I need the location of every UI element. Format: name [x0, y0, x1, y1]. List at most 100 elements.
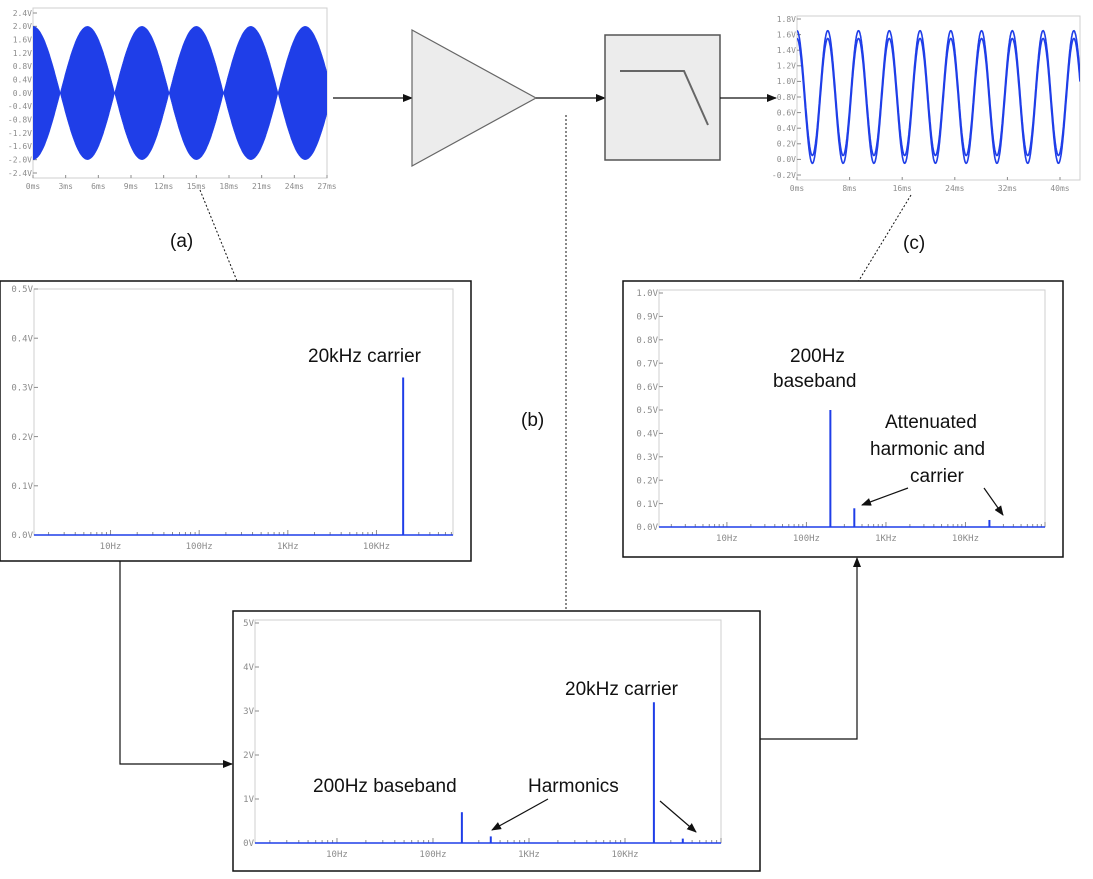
spectrum-c-y-ticks: 1.0V0.9V0.8V0.7V0.6V0.5V0.4V0.3V0.2V0.1V… [636, 289, 663, 533]
y-tick-label: 0.5V [636, 406, 658, 416]
y-tick-label: -0.8V [8, 115, 32, 124]
spectrum-c-plot-area [658, 289, 1046, 528]
y-tick-label: -0.2V [772, 171, 796, 180]
spectrum-b-y-ticks: 5V 4V 3V 2V 1V 0V [243, 619, 259, 849]
harmonics-arrow-left [491, 798, 549, 831]
x-tick-label: 0ms [26, 182, 41, 191]
leader-c [857, 194, 912, 283]
label-a: (a) [170, 231, 193, 252]
y-tick-label: 1V [243, 795, 254, 805]
attenuated-arrow-right [983, 487, 1004, 516]
x-tick-label: 15ms [187, 182, 206, 191]
y-tick-label: 0.4V [777, 124, 796, 133]
y-tick-label: 0.6V [636, 383, 658, 393]
spectrum-b-plot-area [254, 619, 722, 844]
spectrum-a-carrier-annotation: 20kHz carrier [308, 346, 422, 367]
y-tick-label: 4V [243, 663, 254, 673]
x-tick-label: 32ms [998, 184, 1017, 193]
x-tick-label: 1KHz [875, 534, 897, 544]
x-tick-label: 100Hz [793, 534, 820, 544]
y-tick-label: 1.2V [13, 49, 32, 58]
attenuated-arrow-left [861, 487, 909, 506]
leader-a [199, 189, 238, 282]
waveform-c-trace-ripple [797, 37, 1080, 165]
spectrum-b-marks [460, 702, 684, 843]
y-tick-label: 1.6V [777, 30, 796, 39]
x-tick-label: 24ms [945, 184, 964, 193]
spectrum-c-attenuated-line3: carrier [910, 466, 965, 487]
spectrum-c-attenuated-line2: harmonic and [870, 439, 985, 460]
x-tick-label: 12ms [154, 182, 173, 191]
spectrum-b-carrier-annotation: 20kHz carrier [565, 679, 679, 700]
spectrum-b-panel: 5V 4V 3V 2V 1V 0V 10Hz 100Hz 1KHz 10KHz 20kHz ca… [232, 610, 761, 872]
y-tick-label: 0.2V [636, 476, 658, 486]
y-tick-label: -0.4V [8, 102, 32, 111]
x-tick-label: 10KHz [611, 850, 638, 860]
y-tick-label: 0.0V [777, 155, 796, 164]
y-tick-label: 1.0V [636, 289, 658, 299]
spectrum-c-attenuated-line1: Attenuated [885, 412, 977, 433]
waveform-a-plot: 2.4V2.0V1.6V1.2V0.8V0.4V0.0V-0.4V-0.8V-1… [8, 7, 337, 191]
y-tick-label: 0.4V [13, 75, 32, 84]
spectrum-b-baseband-annotation: 200Hz baseband [313, 776, 457, 797]
y-tick-label: 0.4V [636, 430, 658, 440]
arrow-spectrum-b-to-c [760, 557, 861, 740]
y-tick-label: 0.1V [636, 500, 658, 510]
y-tick-label: 0.0V [11, 531, 33, 541]
x-tick-label: 10Hz [326, 850, 348, 860]
spectrum-c-baseband-annotation-line2: baseband [773, 371, 856, 392]
y-tick-label: 1.2V [777, 62, 796, 71]
y-tick-label: 0.3V [11, 384, 33, 394]
lowpass-icon [620, 70, 709, 126]
y-tick-label: 0.2V [11, 433, 33, 443]
spectrum-c-marks [829, 410, 991, 527]
y-tick-label: 1.6V [13, 35, 32, 44]
y-tick-label: 0.8V [13, 62, 32, 71]
spectrum-a-plot-area [33, 288, 454, 536]
y-tick-label: 0.5V [11, 285, 33, 295]
y-tick-label: 0.1V [11, 482, 33, 492]
spectrum-c-panel: 1.0V0.9V0.8V0.7V0.6V0.5V0.4V0.3V0.2V0.1V… [622, 280, 1064, 558]
x-tick-label: 27ms [317, 182, 336, 191]
harmonics-arrow-right [659, 800, 697, 833]
x-tick-label: 18ms [219, 182, 238, 191]
spectrum-a-y-ticks: 0.5V 0.4V 0.3V 0.2V 0.1V 0.0V [11, 285, 38, 541]
waveform-a-trace [33, 26, 327, 160]
x-tick-label: 100Hz [419, 850, 446, 860]
amplifier-triangle [411, 28, 538, 168]
x-tick-label: 10KHz [363, 542, 390, 552]
x-tick-label: 1KHz [277, 542, 299, 552]
y-tick-label: 5V [243, 619, 254, 629]
y-tick-label: 0.0V [636, 523, 658, 533]
x-tick-label: 6ms [91, 182, 106, 191]
y-tick-label: 0.9V [636, 313, 658, 323]
x-tick-label: 9ms [124, 182, 139, 191]
x-tick-label: 0ms [790, 184, 805, 193]
x-tick-label: 8ms [842, 184, 857, 193]
x-tick-label: 1KHz [518, 850, 540, 860]
y-tick-label: 2V [243, 751, 254, 761]
label-c: (c) [903, 233, 925, 254]
arrow-spectrum-a-to-b [119, 561, 233, 768]
waveform-c-plot: 1.8V1.6V1.4V1.2V1.0V0.8V0.6V0.4V0.2V0.0V… [772, 15, 1081, 193]
spectrum-c-baseband-annotation-line1: 200Hz [790, 346, 845, 367]
x-tick-label: 40ms [1050, 184, 1069, 193]
x-tick-label: 10Hz [716, 534, 738, 544]
y-tick-label: 3V [243, 707, 254, 717]
x-tick-label: 24ms [285, 182, 304, 191]
y-tick-label: 2.0V [13, 22, 32, 31]
y-tick-label: -1.2V [8, 129, 32, 138]
waveform-c-y-ticks: 1.8V1.6V1.4V1.2V1.0V0.8V0.6V0.4V0.2V0.0V… [772, 15, 801, 180]
label-b: (b) [521, 410, 544, 431]
y-tick-label: 0.6V [777, 108, 796, 117]
y-tick-label: 0.8V [636, 336, 658, 346]
y-tick-label: 0.4V [11, 334, 33, 344]
spectrum-b-harmonics-annotation: Harmonics [528, 776, 619, 797]
y-tick-label: 0.0V [13, 89, 32, 98]
y-tick-label: 0V [243, 839, 254, 849]
y-tick-label: -2.4V [8, 169, 32, 178]
y-tick-label: 1.0V [777, 77, 796, 86]
